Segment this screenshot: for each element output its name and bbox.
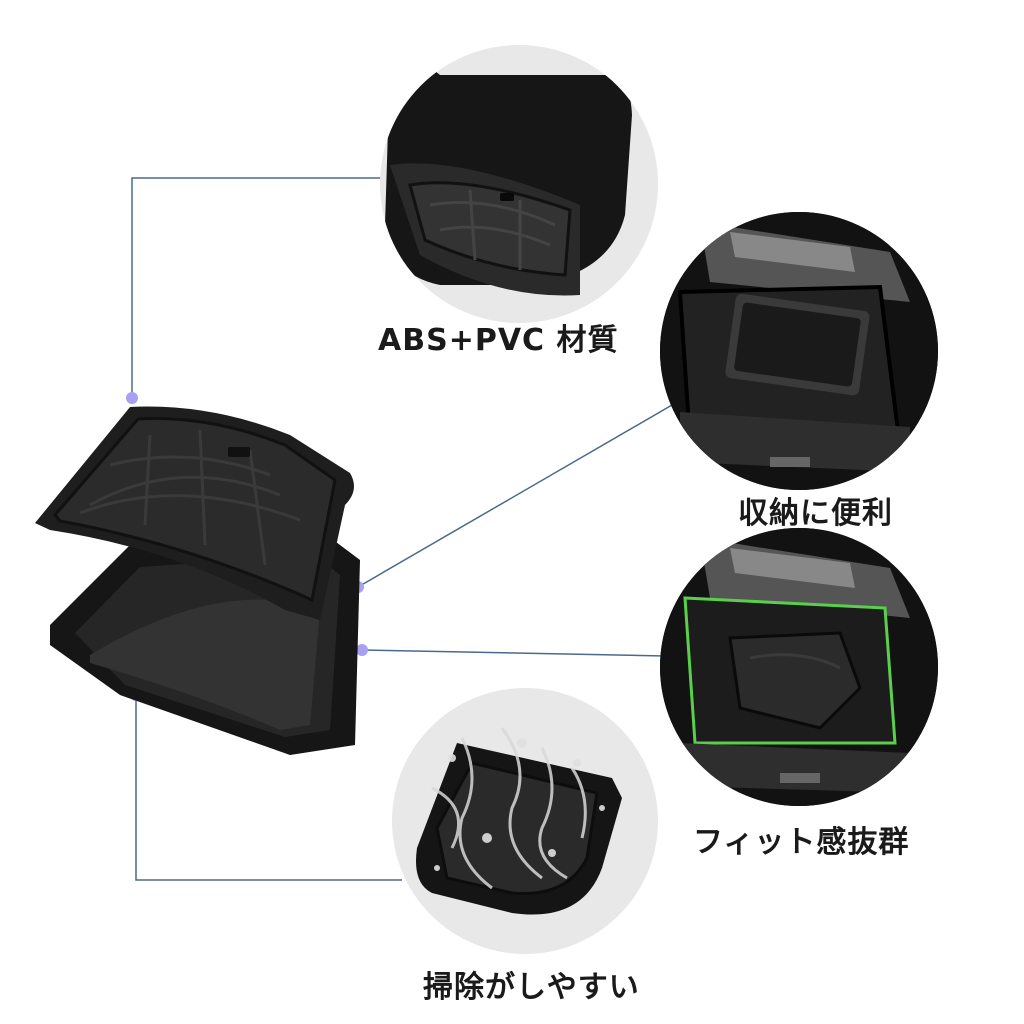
connector-line-storage <box>357 404 673 588</box>
feature-label-material: ABS+PVC 材質 <box>378 323 619 358</box>
feature-image-fit <box>660 528 938 806</box>
feature-image-storage <box>660 212 938 490</box>
connector-line-fit <box>361 649 666 657</box>
feature-image-cleaning <box>392 688 658 954</box>
connector-line-cleaning <box>135 695 402 881</box>
connector-line-material <box>131 177 385 398</box>
connector-dot-fit <box>356 644 368 656</box>
feature-image-material <box>380 45 658 323</box>
feature-label-cleaning: 掃除がしやすい <box>423 970 640 1005</box>
feature-label-storage: 収納に便利 <box>738 496 893 531</box>
connector-dot-material <box>126 392 138 404</box>
product-main-image <box>35 406 360 755</box>
feature-label-fit: フィット感抜群 <box>693 825 910 860</box>
